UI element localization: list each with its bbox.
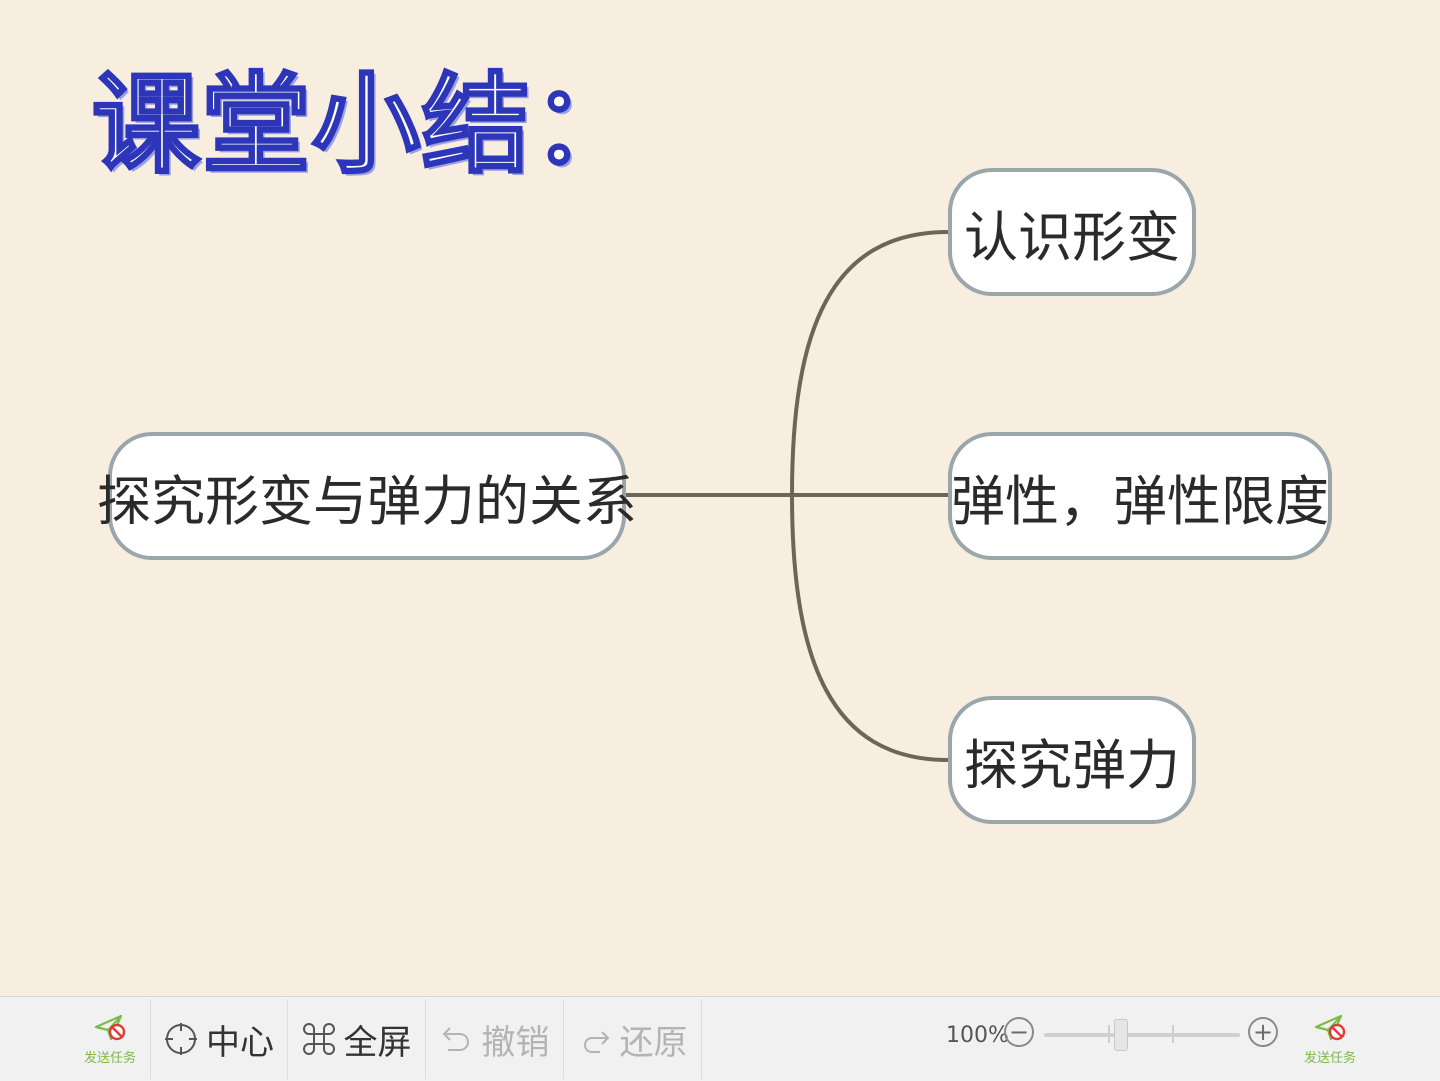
zoom-level: 100%: [946, 1023, 1009, 1048]
send-task-icon: [94, 1014, 126, 1040]
undo-icon: [442, 1027, 469, 1051]
send-task-button[interactable]: 发送任务: [76, 1001, 144, 1077]
send-task-button[interactable]: 发送任务: [1296, 1001, 1364, 1077]
zoom-in-button[interactable]: +: [1248, 1017, 1278, 1047]
undo-label: 撤销: [481, 1022, 550, 1063]
child-node-label: 认识形变: [964, 205, 1180, 269]
mindmap-child-node[interactable]: 探究弹力: [948, 696, 1196, 824]
zoom-out-button[interactable]: −: [1004, 1017, 1034, 1047]
plus-icon: +: [1252, 1018, 1274, 1046]
center-label: 中心: [206, 1022, 274, 1063]
send-task-label: 发送任务: [83, 1050, 136, 1066]
child-node-label: 探究弹力: [964, 733, 1180, 797]
command-icon: [302, 1023, 335, 1055]
send-task-label: 发送任务: [1303, 1050, 1356, 1066]
mindmap-connectors: [626, 230, 949, 762]
send-task-icon: [1314, 1014, 1346, 1040]
slide-title: 课堂小结：: [90, 62, 643, 190]
child-node-label: 弹性，弹性限度: [951, 469, 1329, 533]
zoom-slider-handle[interactable]: [1114, 1019, 1128, 1051]
root-node-label: 探究形变与弹力的关系: [97, 469, 637, 533]
undo-button[interactable]: 撤销: [426, 999, 564, 1079]
fullscreen-label: 全屏: [343, 1022, 412, 1063]
mindmap-root-node[interactable]: 探究形变与弹力的关系: [97, 432, 637, 560]
minus-icon: −: [1008, 1018, 1030, 1046]
zoom-slider-tick: [1172, 1025, 1174, 1043]
connector-branch-3: [790, 494, 949, 762]
zoom-slider-track[interactable]: [1044, 1033, 1240, 1037]
connector-branch-1: [790, 230, 949, 496]
fullscreen-button[interactable]: 全屏: [288, 999, 426, 1079]
mindmap-child-node[interactable]: 认识形变: [948, 168, 1196, 296]
redo-icon: [583, 1031, 609, 1053]
center-button[interactable]: 中心: [150, 999, 288, 1079]
redo-button[interactable]: 还原: [564, 999, 702, 1079]
zoom-slider-tick: [1108, 1025, 1110, 1043]
redo-label: 还原: [619, 1022, 688, 1063]
crosshair-icon: [165, 1023, 197, 1055]
mindmap-child-node[interactable]: 弹性，弹性限度: [948, 432, 1332, 560]
bottom-toolbar: 发送任务 中心 全屏 撤销 还原 100% −: [0, 996, 1440, 1081]
